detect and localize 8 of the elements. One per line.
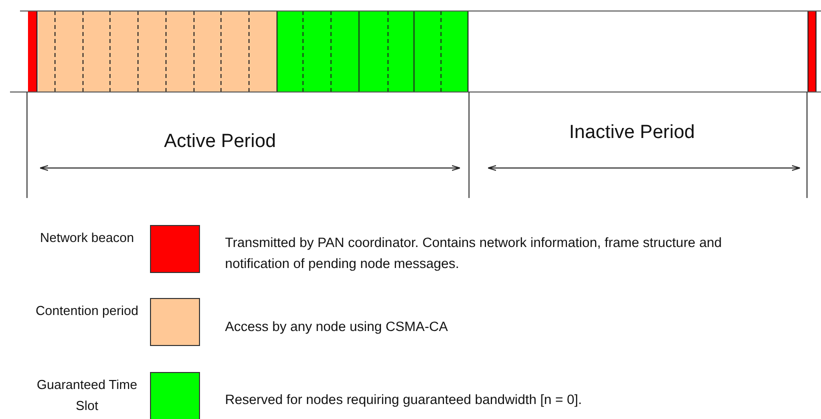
legend-label: Guaranteed Time Slot — [36, 376, 138, 415]
description-text: Transmitted by PAN coordinator. Contains network information, frame structure and notification of pending node messages. — [225, 234, 723, 273]
period-label: Inactive Period — [568, 122, 696, 144]
legend-label: Network beacon — [39, 229, 135, 247]
description-text: Access by any node using CSMA-CA — [225, 318, 449, 336]
legend-label: Contention period — [34, 302, 140, 320]
description-text: Reserved for nodes requiring guaranteed bandwidth [n = 0]. — [225, 391, 583, 409]
period-label: Active Period — [163, 131, 277, 153]
